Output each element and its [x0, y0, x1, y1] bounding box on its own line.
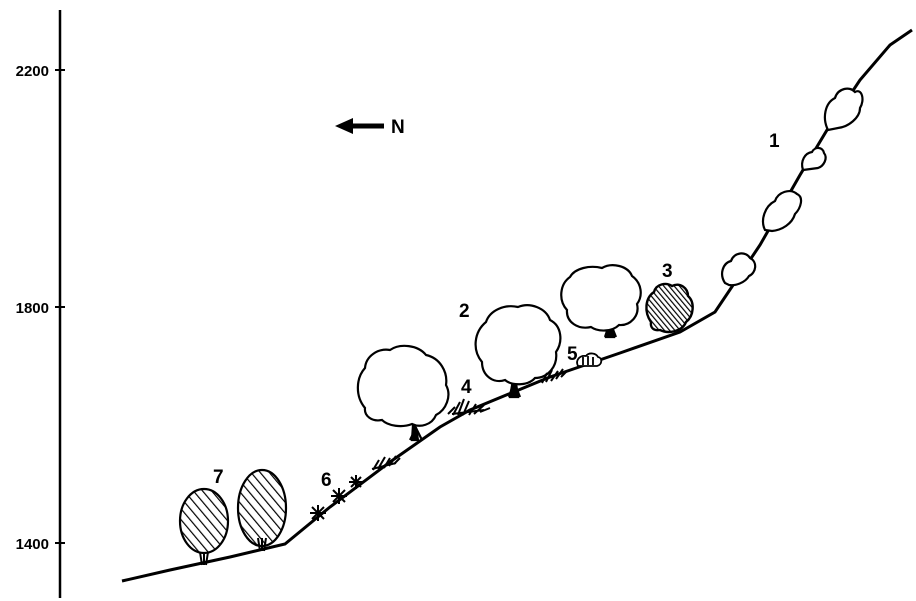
- tree: [561, 265, 640, 337]
- zone-label-2: 2: [459, 301, 470, 322]
- tick-label-1400: 1400: [16, 536, 49, 553]
- north-label: N: [391, 117, 405, 138]
- zone-label-7: 7: [213, 467, 224, 488]
- tree: [476, 305, 561, 397]
- tree: [358, 346, 449, 440]
- zone-label-4: 4: [461, 377, 472, 398]
- elevation-axis: 2200 1800 1400: [16, 10, 65, 598]
- zone-label-6: 6: [321, 470, 332, 491]
- zone-label-5: 5: [567, 344, 578, 365]
- vegetation-zone-6-plants: [310, 475, 363, 521]
- tick-label-2200: 2200: [16, 63, 49, 80]
- vegetation-zone-2-trees: [358, 265, 641, 440]
- tick-label-1800: 1800: [16, 300, 49, 317]
- tree: [180, 489, 228, 565]
- zone-label-3: 3: [662, 261, 673, 282]
- north-arrow: N: [335, 117, 405, 138]
- zone-label-1: 1: [769, 131, 780, 152]
- vegetation-zone-5-shrub: [577, 353, 601, 366]
- vegetation-zone-7-trees: [180, 470, 286, 565]
- vegetation-zone-3-shrub: [646, 284, 692, 332]
- arrow-head-icon: [335, 118, 353, 134]
- tree: [238, 470, 286, 551]
